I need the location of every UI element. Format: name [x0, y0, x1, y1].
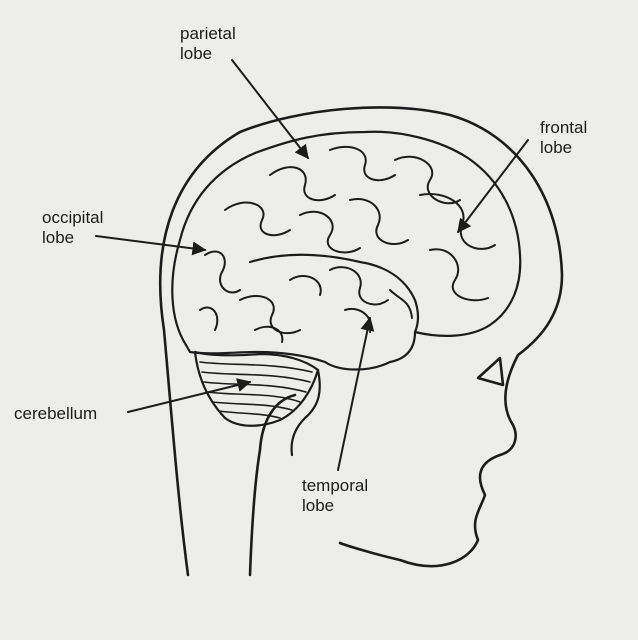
label-parietal-line1: parietal — [180, 24, 236, 44]
label-temporal-line2: lobe — [302, 496, 368, 516]
label-temporal-line1: temporal — [302, 476, 368, 496]
brainstem — [292, 370, 320, 455]
label-cerebellum: cerebellum — [14, 404, 97, 424]
label-parietal-lobe: parietal lobe — [180, 24, 236, 64]
label-occipital-line1: occipital — [42, 208, 103, 228]
cerebrum-outline — [172, 132, 520, 370]
gyri — [200, 147, 495, 342]
label-cerebellum-line1: cerebellum — [14, 404, 97, 424]
eye — [478, 358, 503, 385]
label-frontal-lobe: frontal lobe — [540, 118, 587, 158]
label-occipital-lobe: occipital lobe — [42, 208, 103, 248]
label-parietal-line2: lobe — [180, 44, 236, 64]
label-occipital-line2: lobe — [42, 228, 103, 248]
label-frontal-line1: frontal — [540, 118, 587, 138]
label-frontal-line2: lobe — [540, 138, 587, 158]
label-temporal-lobe: temporal lobe — [302, 476, 368, 516]
